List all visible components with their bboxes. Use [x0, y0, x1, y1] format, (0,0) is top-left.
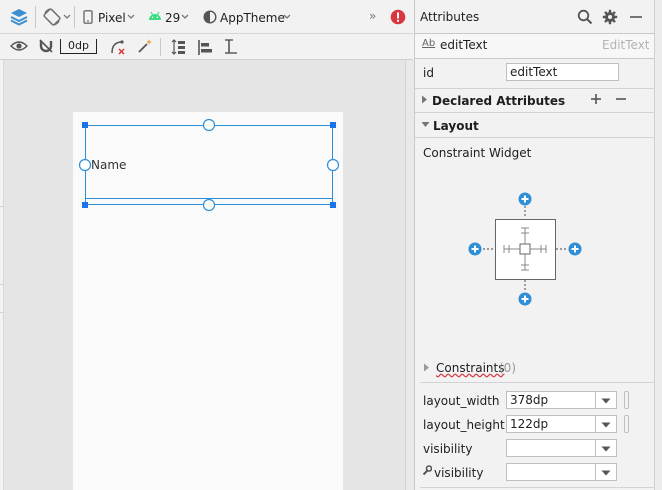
remove-icon[interactable] [615, 93, 627, 105]
eye-icon[interactable] [10, 40, 28, 52]
constraint-toolbar: 0dp [0, 34, 413, 60]
add-bottom-constraint-icon[interactable] [518, 292, 532, 306]
theme-icon [203, 10, 217, 24]
align-left-icon[interactable] [197, 38, 213, 56]
add-right-constraint-icon[interactable] [568, 242, 582, 256]
layout-height-label: layout_height [423, 418, 505, 432]
device-selector[interactable]: Pixel [98, 11, 126, 25]
declared-attributes-header[interactable]: Declared Attributes [432, 94, 566, 108]
panel-title: Attributes [420, 10, 480, 24]
right-edge-tab [654, 0, 662, 490]
chevron-down-icon [63, 14, 71, 19]
magnet-off-icon[interactable] [38, 38, 54, 54]
component-header: Ab editText EditText [415, 34, 662, 58]
tools-visibility-dropdown[interactable] [596, 463, 617, 481]
layout-width-resource-picker[interactable] [624, 391, 629, 409]
visibility-select[interactable] [506, 439, 596, 457]
text-type-icon: Ab [422, 38, 436, 49]
tools-visibility-select[interactable] [506, 463, 596, 481]
layout-width-dropdown[interactable] [596, 391, 617, 409]
layout-height-dropdown[interactable] [596, 415, 617, 433]
component-name: editText [440, 38, 488, 52]
search-icon[interactable] [577, 9, 593, 25]
add-left-constraint-icon[interactable] [468, 242, 482, 256]
add-top-constraint-icon[interactable] [518, 192, 532, 206]
dropdown-arrow-icon [601, 470, 611, 476]
phone-icon[interactable] [83, 10, 93, 24]
canvas-scrollbar[interactable] [405, 60, 414, 490]
add-icon[interactable] [590, 93, 602, 105]
canvas-left-strip [0, 60, 4, 490]
dropdown-arrow-icon [601, 422, 611, 428]
expanded-arrow-icon[interactable] [421, 121, 430, 128]
tools-visibility-label: visibility [434, 466, 484, 480]
minimize-icon[interactable] [629, 10, 643, 24]
layout-height-resource-picker[interactable] [624, 415, 629, 433]
visibility-dropdown[interactable] [596, 439, 617, 457]
collapsed-arrow-icon[interactable] [421, 95, 428, 104]
infer-constraints-icon[interactable] [137, 38, 153, 54]
guidelines-icon[interactable] [223, 38, 239, 56]
attributes-panel: Attributes Ab editText EditText [414, 0, 662, 490]
clear-constraints-icon[interactable] [109, 38, 127, 56]
device-screen[interactable] [73, 112, 343, 490]
android-icon [149, 11, 161, 20]
gear-icon[interactable] [602, 9, 618, 25]
collapsed-arrow-icon[interactable] [423, 363, 430, 372]
wrench-icon [422, 465, 432, 476]
error-icon[interactable] [390, 9, 406, 25]
constraint-widget[interactable] [465, 188, 585, 308]
design-toolbar: Pixel 29 AppTheme » [0, 0, 413, 34]
constraints-count: (0) [499, 361, 516, 375]
dropdown-arrow-icon [601, 398, 611, 404]
layout-section-header[interactable]: Layout [433, 119, 479, 133]
default-margin-field[interactable]: 0dp [60, 39, 97, 54]
orientation-icon[interactable] [42, 7, 62, 27]
selected-edittext-widget[interactable] [78, 118, 340, 212]
edittext-hint: Name [91, 158, 127, 172]
layers-icon[interactable] [9, 7, 29, 27]
theme-selector[interactable]: AppTheme [220, 11, 285, 25]
id-input[interactable]: editText [506, 63, 619, 81]
layout-height-input[interactable]: 122dp [506, 415, 596, 433]
more-toolbar-button[interactable]: » [369, 9, 377, 23]
pack-icon[interactable] [169, 38, 187, 56]
chevron-down-icon [283, 14, 291, 19]
constraints-label[interactable]: Constraints [436, 361, 505, 375]
component-type: EditText [602, 38, 650, 52]
chevron-down-icon [127, 14, 135, 19]
visibility-label: visibility [423, 442, 473, 456]
chevron-down-icon [181, 14, 189, 19]
api-level-selector[interactable]: 29 [165, 11, 181, 25]
dropdown-arrow-icon [601, 446, 611, 452]
layout-width-input[interactable]: 378dp [506, 391, 596, 409]
id-label: id [423, 66, 434, 80]
layout-width-label: layout_width [423, 394, 500, 408]
constraint-widget-label: Constraint Widget [423, 146, 532, 160]
